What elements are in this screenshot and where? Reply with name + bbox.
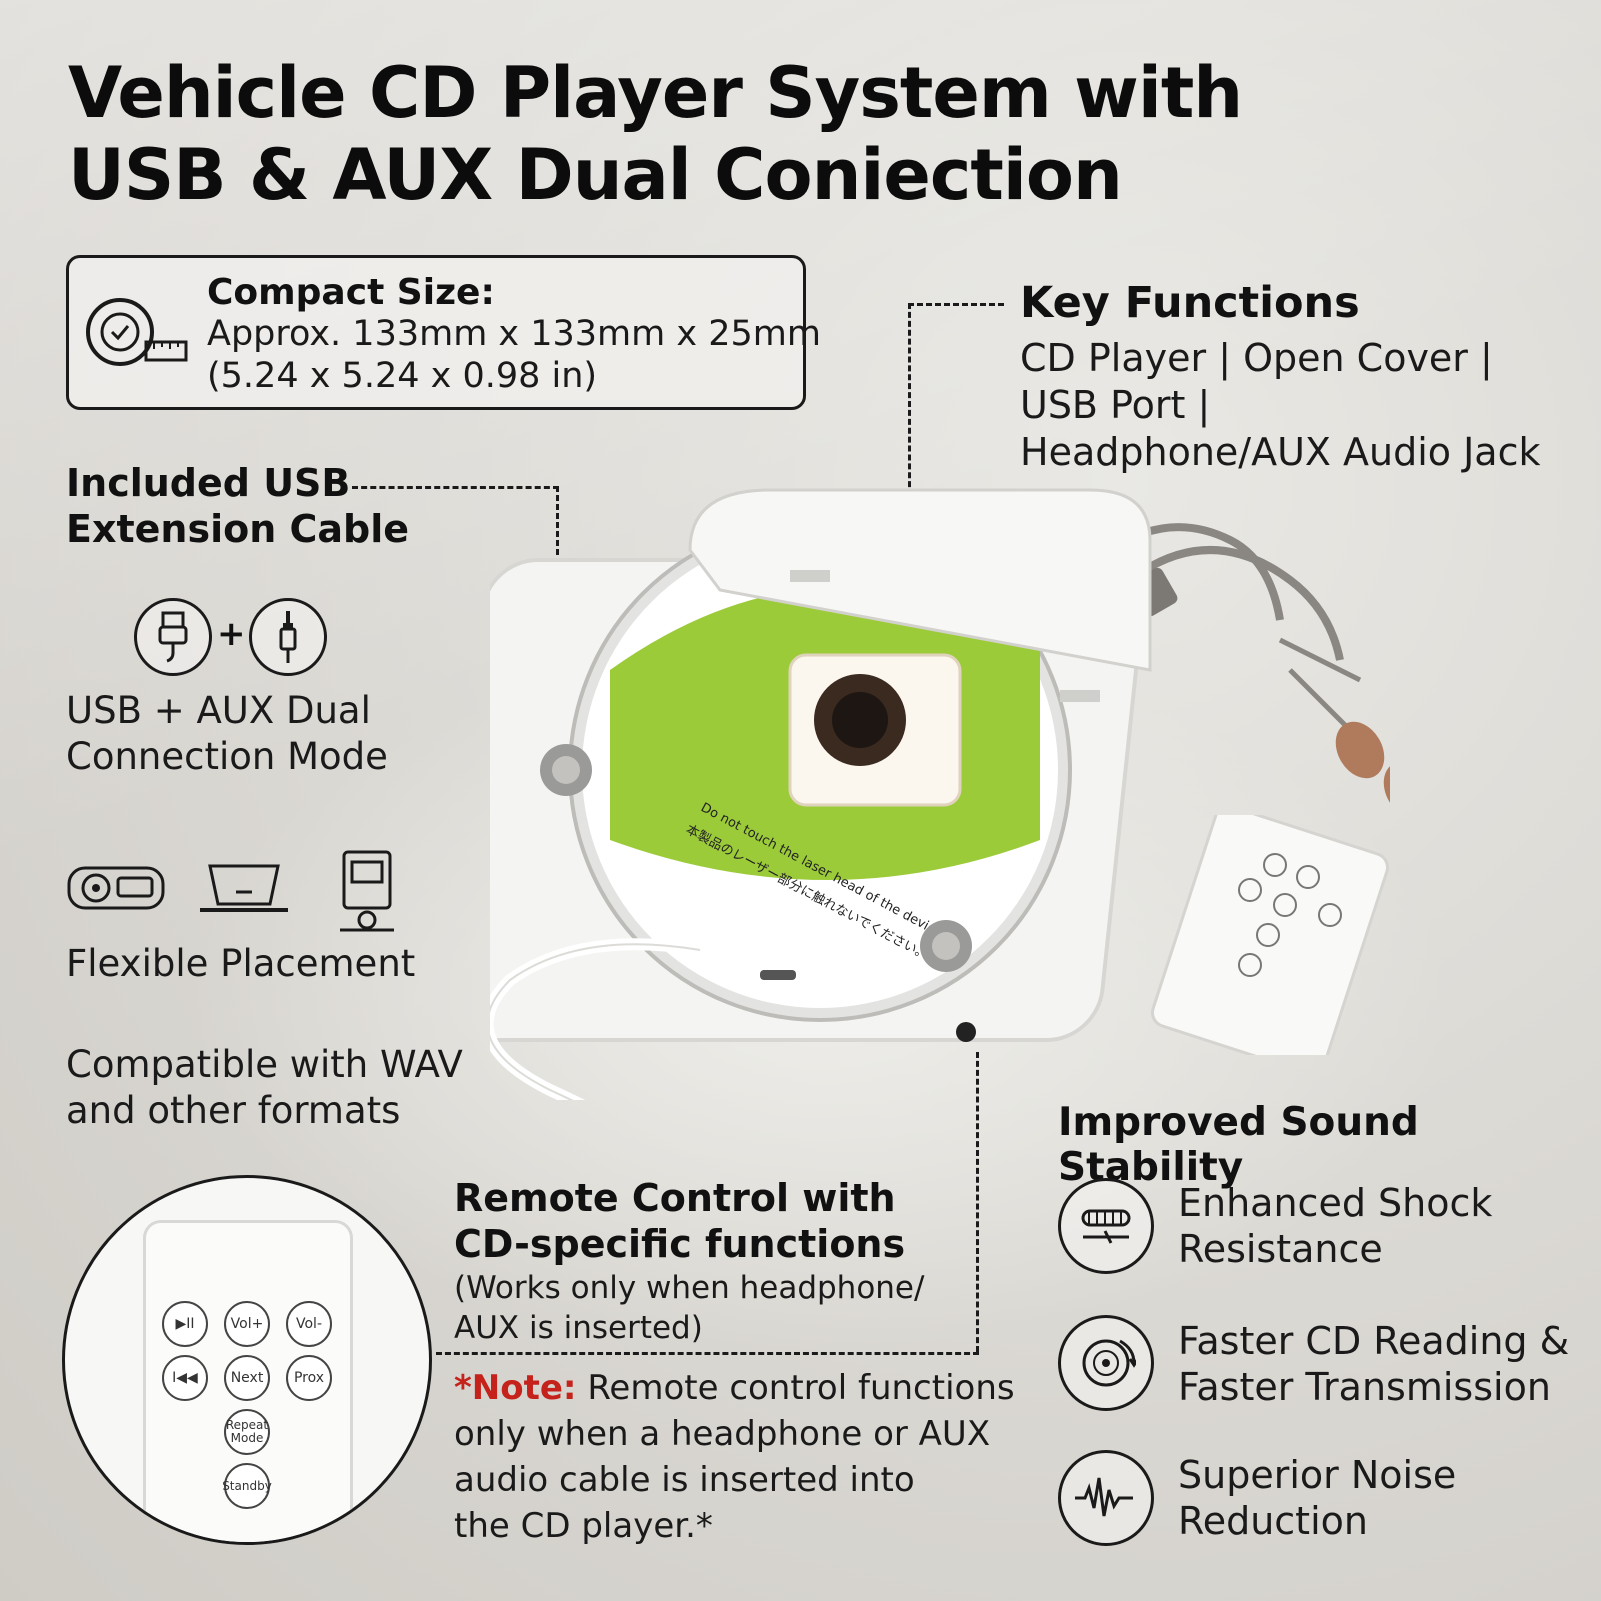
usb-cable-line-1: Included USB	[66, 461, 351, 505]
remote-subtitle-line-2: AUX is inserted)	[454, 1310, 703, 1346]
usb-cable-label: Included USB Extension Cable	[66, 460, 409, 552]
remote-title: Remote Control with CD-specific function…	[454, 1175, 905, 1267]
repeat-mode-button[interactable]: Repeat Mode	[224, 1409, 270, 1455]
key-functions-title: Key Functions	[1020, 278, 1360, 328]
title-line-1: Vehicle CD Player System with	[68, 52, 1243, 134]
usb-cable-line-2: Extension Cable	[66, 507, 410, 551]
leader-line-key-vertical	[908, 303, 911, 505]
compact-size-box	[66, 255, 806, 410]
leader-line-key	[908, 303, 1004, 306]
title-line-2: USB & AUX Dual Coniection	[68, 134, 1123, 216]
compact-size-title: Compact Size:	[207, 272, 495, 313]
remote-subtitle: (Works only when headphone/ AUX is inser…	[454, 1268, 924, 1348]
note-line-1-text: Remote control functions	[576, 1368, 1015, 1408]
plus-sign: +	[217, 614, 246, 654]
kiosk-device-icon	[336, 848, 398, 938]
dual-connection-line-2: Connection Mode	[66, 735, 388, 778]
shock-resistance-label: Enhanced Shock Resistance	[1178, 1180, 1492, 1272]
compatibility-line-1: Compatible with WAV	[66, 1043, 463, 1086]
noise-reduction-line-2: Reduction	[1178, 1499, 1368, 1543]
leader-line-remote	[436, 1352, 979, 1355]
shock-resistance-line-2: Resistance	[1178, 1227, 1383, 1271]
dual-connection-label: USB + AUX Dual Connection Mode	[66, 688, 388, 780]
sound-wave-icon	[1058, 1450, 1154, 1546]
faster-reading-line-1: Faster CD Reading &	[1178, 1319, 1570, 1363]
volume-up-button[interactable]: Vol+	[224, 1301, 270, 1347]
compact-size-imperial: (5.24 x 5.24 x 0.98 in)	[207, 356, 598, 396]
key-functions-line-1: CD Player | Open Cover |	[1020, 336, 1493, 380]
compact-size-metric: Approx. 133mm x 133mm x 25mm	[207, 314, 821, 354]
leader-line-usb	[352, 486, 559, 489]
key-functions-line-2: USB Port |	[1020, 383, 1211, 427]
note-block: *Note: Remote control functions only whe…	[454, 1365, 1015, 1549]
dual-connection-line-1: USB + AUX Dual	[66, 689, 371, 732]
tape-measure-icon	[84, 296, 190, 372]
flexible-placement-label: Flexible Placement	[66, 942, 416, 985]
compatibility-line-2: and other formats	[66, 1089, 401, 1132]
compatibility-label: Compatible with WAV and other formats	[66, 1042, 463, 1134]
leader-line-remote-vertical	[976, 1052, 979, 1352]
remote-control-photo	[1140, 804, 1420, 1076]
previous-button[interactable]: I◀◀	[162, 1355, 208, 1401]
cd-speed-icon	[1058, 1315, 1154, 1411]
note-line-3: audio cable is inserted into	[454, 1460, 915, 1500]
shock-absorber-icon	[1058, 1178, 1154, 1274]
remote-subtitle-line-1: (Works only when headphone/	[454, 1270, 925, 1306]
shock-resistance-line-1: Enhanced Shock	[1178, 1181, 1493, 1225]
remote-control-closeup: ▶II Vol+ Vol- I◀◀ Next Prox Repeat Mode …	[62, 1175, 432, 1545]
remote-title-line-1: Remote Control with	[454, 1176, 896, 1220]
stability-title: Improved Sound Stability	[1058, 1100, 1419, 1190]
laptop-icon	[196, 862, 292, 920]
volume-down-button[interactable]: Vol-	[286, 1301, 332, 1347]
remote-body: ▶II Vol+ Vol- I◀◀ Next Prox Repeat Mode …	[143, 1220, 353, 1542]
note-line-1: *Note: Remote control functions	[454, 1365, 1015, 1411]
noise-reduction-line-1: Superior Noise	[1178, 1453, 1457, 1497]
play-pause-button[interactable]: ▶II	[162, 1301, 208, 1347]
remote-title-line-2: CD-specific functions	[454, 1222, 906, 1266]
car-dashboard-icon	[66, 862, 166, 916]
faster-reading-line-2: Faster Transmission	[1178, 1365, 1551, 1409]
prox-button[interactable]: Prox	[286, 1355, 332, 1401]
faster-reading-label: Faster CD Reading & Faster Transmission	[1178, 1318, 1569, 1410]
key-functions-line-3: Headphone/AUX Audio Jack	[1020, 430, 1541, 474]
noise-reduction-label: Superior Noise Reduction	[1178, 1452, 1456, 1544]
standby-button[interactable]: Standby	[222, 1463, 272, 1509]
note-label: *Note:	[454, 1368, 577, 1408]
aux-jack-icon	[249, 598, 327, 676]
next-button[interactable]: Next	[224, 1355, 270, 1401]
note-line-4: the CD player.*	[454, 1506, 713, 1546]
note-line-2: only when a headphone or AUX	[454, 1414, 991, 1454]
usb-plug-icon	[134, 598, 212, 676]
page-title: Vehicle CD Player System with USB & AUX …	[68, 52, 1243, 216]
